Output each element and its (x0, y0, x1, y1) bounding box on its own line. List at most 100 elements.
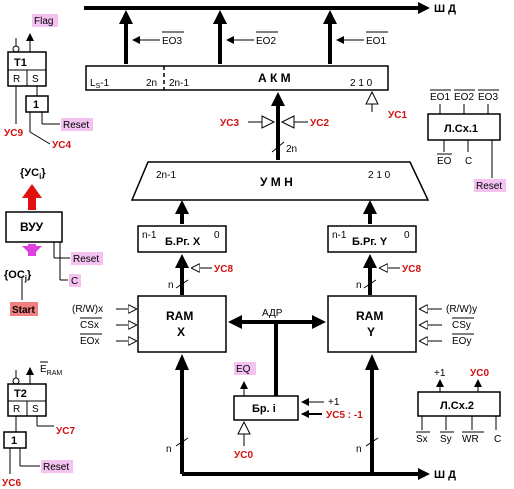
trigger-t1: Flag T1 R S УС9 1 Reset УС4 (4, 14, 93, 151)
vuu-start: Start (12, 305, 35, 316)
brg-x-register: n-1 Б.Рг. X 0 n УС8 (137, 225, 233, 295)
lsx2-plus1: +1 (434, 368, 446, 379)
lsx2-uc0: УС0 (470, 368, 489, 379)
ramy-title: RAM (356, 309, 383, 323)
akm-width-label: 2n (286, 144, 297, 155)
vuu-uc: {УСi} (20, 167, 46, 181)
brgy-lo: 0 (404, 230, 410, 241)
brgx-uc8: УС8 (214, 264, 233, 275)
brg-to-umn-paths (175, 200, 377, 224)
ramy-eo: EOy (452, 336, 471, 347)
vuu-title: ВУУ (20, 220, 44, 234)
lsx2-in-sx: Sx (416, 434, 428, 445)
t1-title: T1 (14, 57, 27, 69)
lsx2-in-c: C (494, 434, 501, 445)
ramy-cs: CSy (452, 320, 471, 331)
lsx1-in-c: C (465, 156, 472, 167)
bri-eq: EQ (236, 364, 251, 375)
lsx1-title: Л.Сх.1 (444, 123, 478, 135)
lsx2-in-sy: Sy (440, 434, 452, 445)
vuu-reset: Reset (73, 254, 99, 265)
akm-bit-2n-1: 2n-1 (169, 78, 189, 89)
lsx2-in-wr: WR (462, 434, 479, 445)
brgy-n: n (356, 280, 362, 291)
t1-uc9: УС9 (4, 128, 23, 139)
akm-bit-2n: 2n (146, 78, 157, 89)
ramx-eo: EOx (80, 336, 99, 347)
t2-title: T2 (14, 388, 27, 400)
bottom-data-bus: Ш Д n n (166, 354, 456, 481)
t1-one: 1 (33, 99, 39, 111)
ramx-rw: (R/W)x (72, 304, 103, 315)
brgx-n: n (168, 280, 174, 291)
bus-n-x: n (166, 444, 172, 455)
bri-title: Бр. i (252, 403, 276, 415)
brgx-lo: 0 (214, 230, 220, 241)
t2-r: R (13, 404, 20, 415)
uc2-label: УС2 (310, 118, 329, 129)
bri-plus1: +1 (328, 397, 340, 408)
lsx1-out-eo2: EO2 (454, 92, 474, 103)
ram-y: RAM Y (R/W)y CSy EOy (327, 295, 477, 353)
umn-title: У М Н (260, 175, 293, 189)
control-unit: {УСi} ВУУ {ОСj} Reset C Start (4, 167, 103, 316)
lsx2-title: Л.Сх.2 (440, 400, 474, 412)
eo-outputs: EO3 EO2 EO1 (119, 10, 388, 64)
eo3-label: EO3 (162, 36, 182, 47)
logic-circuit-1: Л.Сх.1 EO1 EO2 EO3 EO C Reset (427, 89, 506, 192)
bri-uc5: УС5 : -1 (326, 410, 363, 421)
umn-multiplier: 2n-1 У М Н 2 1 0 (130, 161, 430, 201)
trigger-t2: ERAM T2 R S УС7 1 Reset УС6 (2, 361, 75, 489)
top-bus-label: Ш Д (434, 3, 456, 15)
t1-uc4: УС4 (52, 140, 71, 151)
umn-left-bits: 2n-1 (156, 170, 176, 181)
ramx-cs: CSx (80, 320, 99, 331)
ramx-sub: X (177, 325, 185, 339)
akm-bit-ls: LS-1 (90, 78, 110, 90)
t2-uc6: УС6 (2, 478, 21, 489)
t1-r: R (13, 74, 20, 85)
vuu-c: C (71, 276, 78, 287)
akm-bits-low: 2 1 0 (350, 78, 373, 89)
address-bus: АДР (228, 308, 326, 396)
eo2-label: EO2 (256, 36, 276, 47)
t1-flag: Flag (34, 16, 53, 27)
counter-bri: Бр. i EQ +1 УС5 : -1 УС0 (233, 362, 363, 461)
lsx1-out-eo1: EO1 (430, 92, 450, 103)
logic-circuit-2: Л.Сх.2 +1 УС0 Sx Sy WR C (416, 368, 501, 445)
t1-reset: Reset (63, 120, 89, 131)
eo1-label: EO1 (366, 36, 386, 47)
brg-y-register: n-1 Б.Рг. Y 0 n УС8 (327, 225, 421, 295)
brgy-title: Б.Рг. Y (352, 236, 388, 248)
brgx-title: Б.Рг. X (165, 236, 201, 248)
akm-register: LS-1 2n 2n-1 А К М 2 1 0 (85, 65, 389, 91)
brgx-hi: n-1 (142, 230, 157, 241)
akm-title: А К М (258, 71, 291, 85)
uc1-control: УС1 (365, 90, 407, 121)
top-data-bus: Ш Д (84, 2, 456, 15)
lsx1-in-eo: EO (437, 156, 452, 167)
bri-uc0: УС0 (234, 450, 253, 461)
brgy-uc8: УС8 (402, 264, 421, 275)
umn-to-akm-path: 2n УС3 УС2 (220, 92, 329, 160)
ramy-sub: Y (367, 325, 375, 339)
uc1-label: УС1 (388, 110, 407, 121)
ramx-title: RAM (166, 309, 193, 323)
ram-x: RAM X (R/W)x CSx EOx (72, 295, 227, 353)
t2-one: 1 (11, 435, 17, 447)
bus-n-y: n (356, 444, 362, 455)
ramy-rw: (R/W)y (446, 304, 477, 315)
t2-uc7: УС7 (56, 426, 75, 437)
vuu-oc: {ОСj} (4, 269, 32, 283)
t2-eram: ERAM (40, 364, 62, 377)
lsx1-reset: Reset (476, 181, 502, 192)
umn-right-bits: 2 1 0 (368, 170, 391, 181)
adr-label: АДР (262, 308, 283, 319)
lsx1-out-eo3: EO3 (478, 92, 498, 103)
uc3-label: УС3 (220, 118, 239, 129)
bottom-bus-label: Ш Д (434, 469, 456, 481)
brgy-hi: n-1 (332, 230, 347, 241)
t2-s: S (32, 404, 39, 415)
